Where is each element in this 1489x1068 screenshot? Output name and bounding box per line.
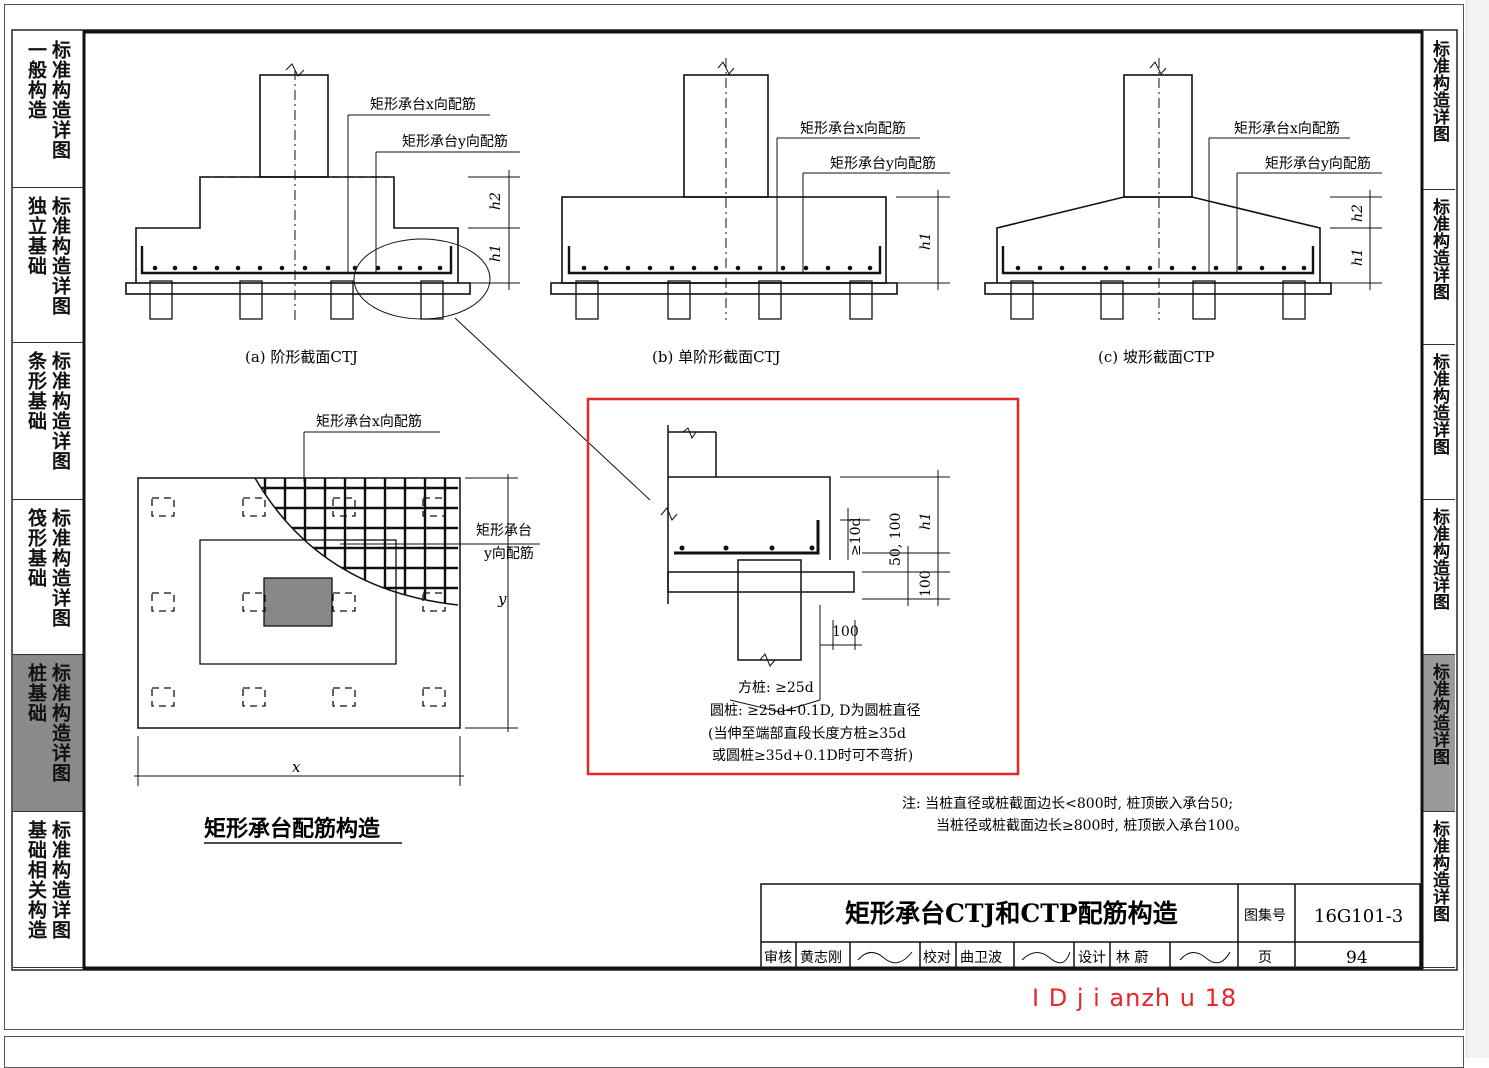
right-tab-text: 标准构造详图 bbox=[1429, 508, 1449, 610]
section-b-bars bbox=[581, 265, 873, 271]
page-number: 94 bbox=[1346, 948, 1368, 968]
detail-dim-h1: h1 bbox=[918, 512, 934, 530]
left-tab-text: 独立基础 bbox=[25, 196, 47, 276]
left-tab-2[interactable]: 标准构造详图独立基础 bbox=[13, 188, 83, 343]
plan-title: 矩形承台配筋构造 bbox=[204, 816, 380, 842]
section-b bbox=[550, 58, 950, 320]
right-tab-2[interactable]: 标准构造详图 bbox=[1423, 190, 1455, 345]
left-tab-5[interactable]: 标准构造详图桩基础 bbox=[13, 655, 83, 812]
check-label: 校对 bbox=[923, 949, 951, 966]
plan-dim-x: x bbox=[292, 758, 301, 776]
section-a-h2: h2 bbox=[488, 192, 504, 210]
left-tab-1[interactable]: 标准构造详图一般构造 bbox=[13, 32, 83, 188]
right-tab-text: 标准构造详图 bbox=[1429, 353, 1449, 455]
review-label: 审核 bbox=[764, 950, 792, 966]
pile-embed-detail bbox=[660, 425, 950, 713]
right-tab-4[interactable]: 标准构造详图 bbox=[1423, 500, 1455, 655]
detail-dim-10d: ≥10d bbox=[848, 517, 864, 556]
section-c-h1: h1 bbox=[1350, 248, 1366, 266]
section-a-x-rebar-label: 矩形承台x向配筋 bbox=[370, 96, 476, 113]
section-c bbox=[984, 58, 1382, 320]
detail-highlight-box bbox=[586, 397, 1020, 776]
general-note-line-2: 当桩径或桩截面边长≥800时, 桩顶嵌入承台100。 bbox=[936, 817, 1248, 834]
left-tab-text: 标准构造详图 bbox=[49, 351, 71, 471]
detail-bars bbox=[679, 545, 815, 551]
right-tab-1[interactable]: 标准构造详图 bbox=[1423, 32, 1455, 190]
section-b-x-rebar-label: 矩形承台x向配筋 bbox=[800, 120, 906, 137]
section-b-h1: h1 bbox=[918, 232, 934, 250]
design-label: 设计 bbox=[1078, 950, 1106, 966]
left-tab-text: 基础相关构造 bbox=[25, 820, 47, 940]
section-a-h1: h1 bbox=[488, 244, 504, 262]
section-c-x-rebar-label: 矩形承台x向配筋 bbox=[1234, 120, 1340, 137]
designer-name: 林 蔚 bbox=[1116, 950, 1148, 966]
drawing-sheet bbox=[4, 4, 1464, 1030]
atlas-no: 16G101-3 bbox=[1314, 906, 1403, 927]
section-b-y-rebar-label: 矩形承台y向配筋 bbox=[830, 155, 936, 172]
section-a-caption: (a) 阶形截面CTJ bbox=[245, 348, 358, 366]
right-tab-text: 标准构造详图 bbox=[1429, 663, 1449, 765]
right-tab-text: 标准构造详图 bbox=[1429, 198, 1449, 300]
left-tab-text: 标准构造详图 bbox=[49, 820, 71, 940]
section-a-y-rebar-label: 矩形承台y向配筋 bbox=[402, 133, 508, 150]
left-tab-3[interactable]: 标准构造详图条形基础 bbox=[13, 343, 83, 500]
left-tab-text: 标准构造详图 bbox=[49, 508, 71, 628]
left-tab-text: 标准构造详图 bbox=[49, 40, 71, 160]
left-tab-6[interactable]: 标准构造详图基础相关构造 bbox=[13, 812, 83, 968]
detail-note-line-4: 或圆桩≥35d+0.1D时可不弯折) bbox=[712, 747, 913, 764]
plan-dim-y: y bbox=[497, 590, 507, 608]
detail-note-line-3: (当伸至端部直段长度方桩≥35d bbox=[708, 725, 906, 742]
drawing-title: 矩形承台CTJ和CTP配筋构造 bbox=[845, 899, 1178, 928]
left-tab-text: 标准构造详图 bbox=[49, 196, 71, 316]
detail-leader bbox=[454, 317, 651, 501]
right-tab-text: 标准构造详图 bbox=[1429, 820, 1449, 922]
section-b-caption: (b) 单阶形截面CTJ bbox=[652, 348, 781, 366]
right-tab-3[interactable]: 标准构造详图 bbox=[1423, 345, 1455, 500]
plan-y-rebar-label-1: 矩形承台 bbox=[476, 523, 532, 539]
detail-dim-50-100: 50, 100 bbox=[888, 513, 904, 566]
left-tab-text: 一般构造 bbox=[25, 40, 47, 120]
title-block bbox=[760, 883, 1421, 969]
scrollbar[interactable] bbox=[1466, 0, 1489, 1058]
checker-name: 曲卫波 bbox=[960, 950, 1002, 966]
section-c-h2: h2 bbox=[1350, 204, 1366, 222]
right-tab-6[interactable]: 标准构造详图 bbox=[1423, 812, 1455, 968]
right-tab-text: 标准构造详图 bbox=[1429, 40, 1449, 142]
right-tab-5[interactable]: 标准构造详图 bbox=[1423, 655, 1455, 812]
detail-note-line-2: 圆桩: ≥25d+0.1D, D为圆桩直径 bbox=[710, 702, 921, 719]
left-tab-text: 桩基础 bbox=[25, 663, 47, 723]
atlas-no-label: 图集号 bbox=[1244, 907, 1286, 924]
plan-y-rebar-label-2: y向配筋 bbox=[483, 545, 534, 562]
section-c-caption: (c) 坡形截面CTP bbox=[1098, 348, 1214, 366]
section-a bbox=[125, 63, 520, 320]
left-tab-text: 筏形基础 bbox=[25, 508, 47, 588]
left-tab-text: 标准构造详图 bbox=[49, 663, 71, 783]
left-tab-4[interactable]: 标准构造详图筏形基础 bbox=[13, 500, 83, 655]
plan-view bbox=[134, 431, 540, 786]
left-tab-text: 条形基础 bbox=[25, 351, 47, 431]
page-label: 页 bbox=[1258, 950, 1272, 966]
detail-dim-100-vert: 100 bbox=[918, 570, 934, 597]
general-note-line-1: 注: 当桩直径或桩截面边长<800时, 桩顶嵌入承台50; bbox=[902, 795, 1233, 812]
detail-note-line-1: 方桩: ≥25d bbox=[738, 679, 814, 696]
plan-x-rebar-label: 矩形承台x向配筋 bbox=[316, 413, 422, 430]
section-c-y-rebar-label: 矩形承台y向配筋 bbox=[1265, 155, 1371, 172]
detail-dim-100-horz: 100 bbox=[832, 624, 859, 640]
reviewer-name: 黄志刚 bbox=[800, 949, 842, 966]
watermark: I D j i anzh u 18 bbox=[1032, 984, 1238, 1012]
section-a-bars bbox=[152, 265, 443, 271]
section-c-bars bbox=[1015, 265, 1307, 271]
